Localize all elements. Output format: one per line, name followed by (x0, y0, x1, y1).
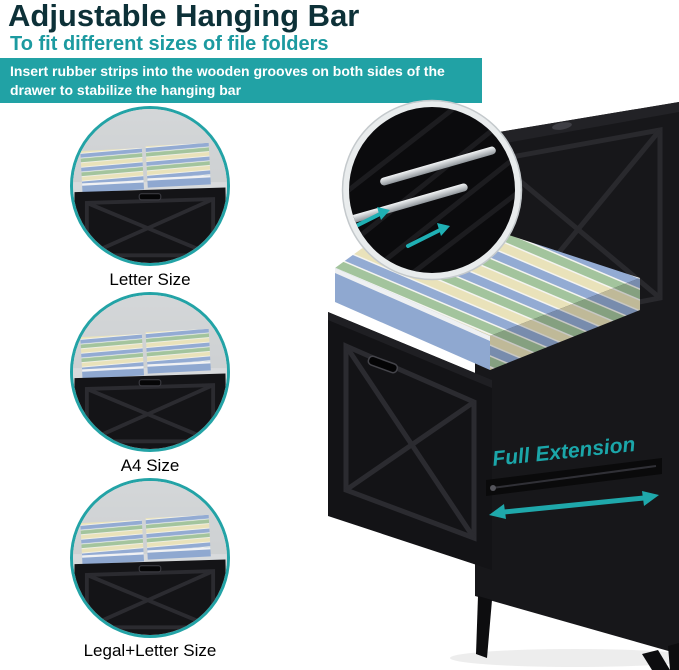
open-drawer-front (328, 312, 492, 570)
page-subtitle: To fit different sizes of file folders (10, 33, 329, 55)
cabinet-illustration (328, 99, 679, 670)
drawer-photo (73, 481, 227, 635)
drawer-photo (73, 109, 227, 263)
drawer-photo (73, 295, 227, 449)
size-label-legal-letter: Legal+Letter Size (83, 641, 217, 660)
size-photo-legal-letter (70, 478, 230, 638)
cabinet-legs (476, 596, 679, 670)
full-extension-arrow (489, 491, 659, 519)
slide-rail (486, 458, 662, 496)
description-text: Insert rubber strips into the wooden gro… (10, 63, 445, 98)
description-banner: Insert rubber strips into the wooden gro… (0, 58, 482, 103)
size-label-a4: A4 Size (120, 456, 180, 475)
floor-shadow (450, 649, 679, 667)
top-drawer-handle (552, 122, 572, 130)
drawer-handle (367, 355, 399, 374)
page-title: Adjustable Hanging Bar (8, 0, 360, 33)
size-photo-letter (70, 106, 230, 266)
size-label-letter: Letter Size (109, 270, 191, 289)
cabinet-photo (290, 98, 679, 670)
size-photo-a4 (70, 292, 230, 452)
